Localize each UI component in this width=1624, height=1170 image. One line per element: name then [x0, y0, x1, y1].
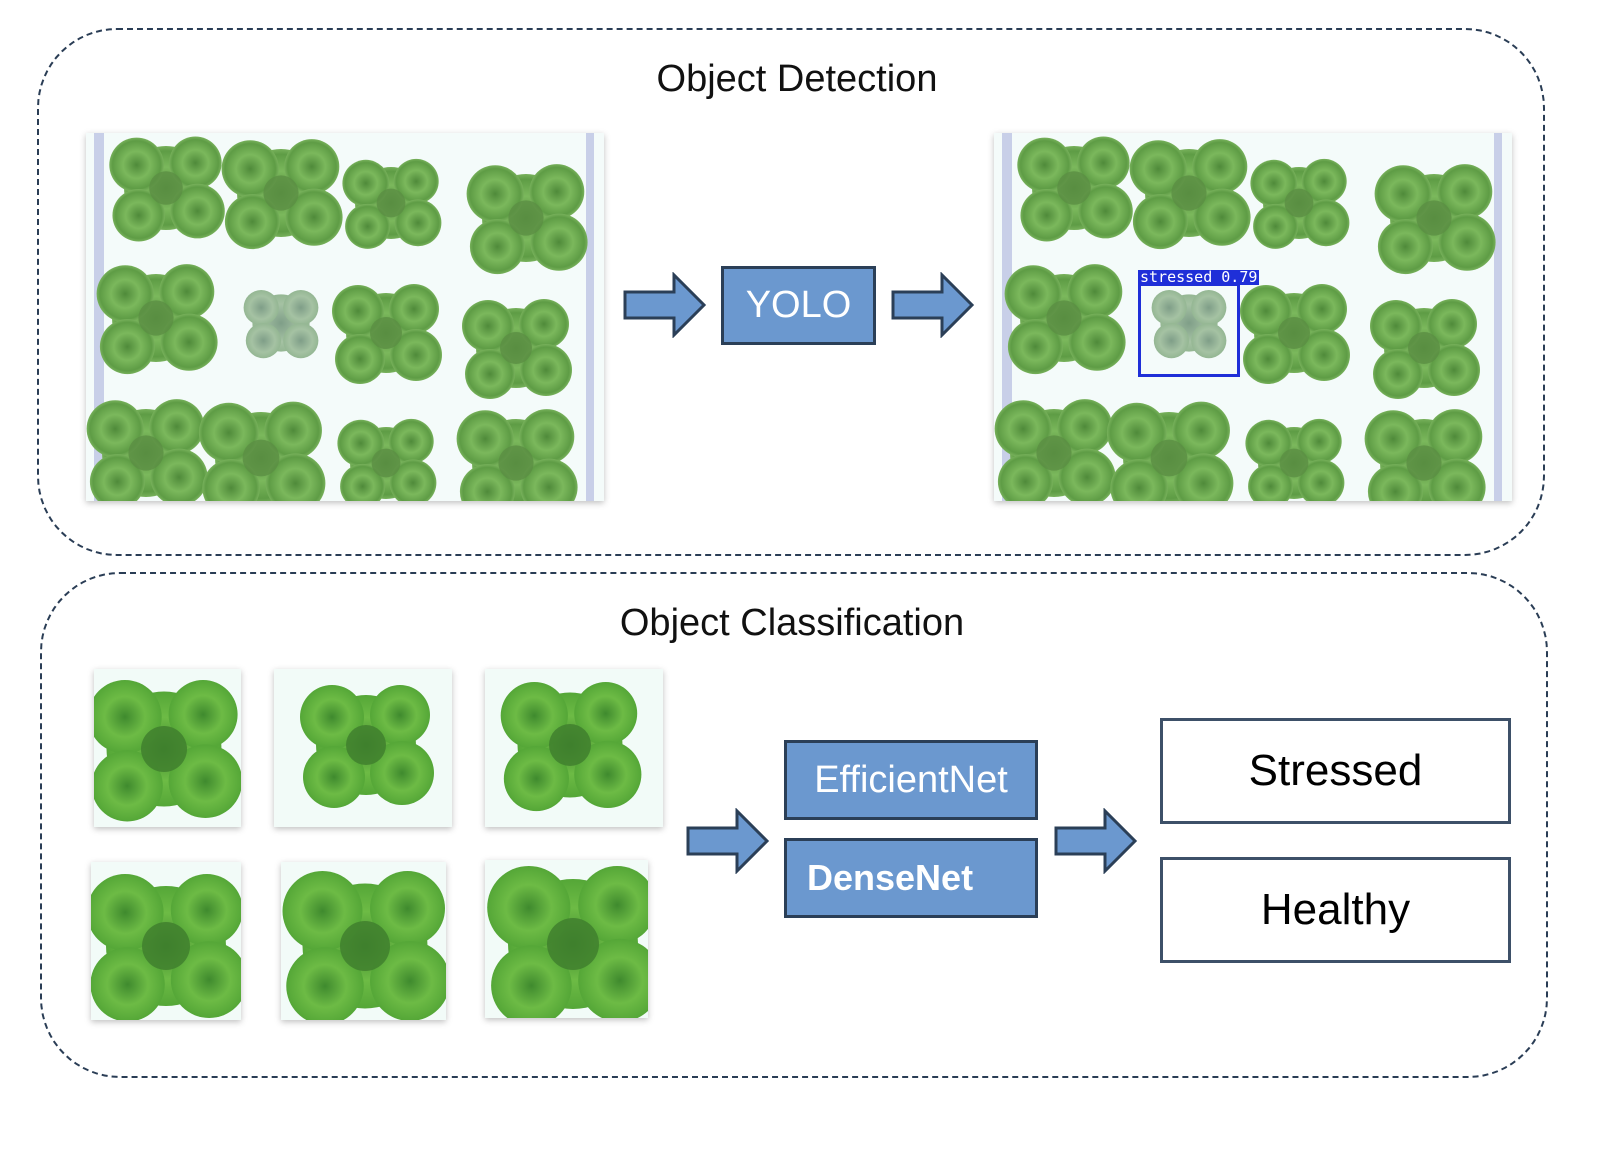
lettuce-crop	[281, 862, 446, 1020]
detection-label: stressed 0.79	[1138, 268, 1260, 286]
lettuce-crop	[485, 669, 663, 827]
lettuce-crop	[485, 860, 648, 1018]
lettuce-crop	[94, 669, 241, 827]
efficientnet-label: EfficientNet	[814, 758, 1008, 801]
lettuce-crop	[91, 862, 241, 1020]
output-detection-image: stressed 0.79	[994, 133, 1512, 501]
object-classification-panel	[40, 572, 1548, 1078]
input-greenhouse-image	[86, 133, 604, 501]
densenet-label: DenseNet	[807, 857, 974, 898]
arrow-right-icon	[890, 272, 976, 338]
object-classification-title: Object Classification	[619, 602, 965, 644]
densenet-model-box: DenseNet	[784, 838, 1038, 918]
arrow-right-icon	[685, 808, 771, 874]
class-healthy-label: Healthy	[1260, 885, 1411, 934]
object-detection-title: Object Detection	[656, 58, 938, 100]
class-stressed-box: Stressed	[1160, 718, 1511, 824]
arrow-right-icon	[1053, 808, 1139, 874]
class-healthy-box: Healthy	[1160, 857, 1511, 963]
yolo-model-box: YOLO	[721, 266, 876, 345]
object-detection-panel	[37, 28, 1545, 556]
efficientnet-model-box: EfficientNet	[784, 740, 1038, 820]
yolo-label: YOLO	[745, 284, 852, 326]
arrow-right-icon	[622, 272, 708, 338]
lettuce-crop	[274, 669, 452, 827]
detection-bounding-box	[1138, 283, 1240, 377]
class-stressed-label: Stressed	[1248, 746, 1423, 795]
